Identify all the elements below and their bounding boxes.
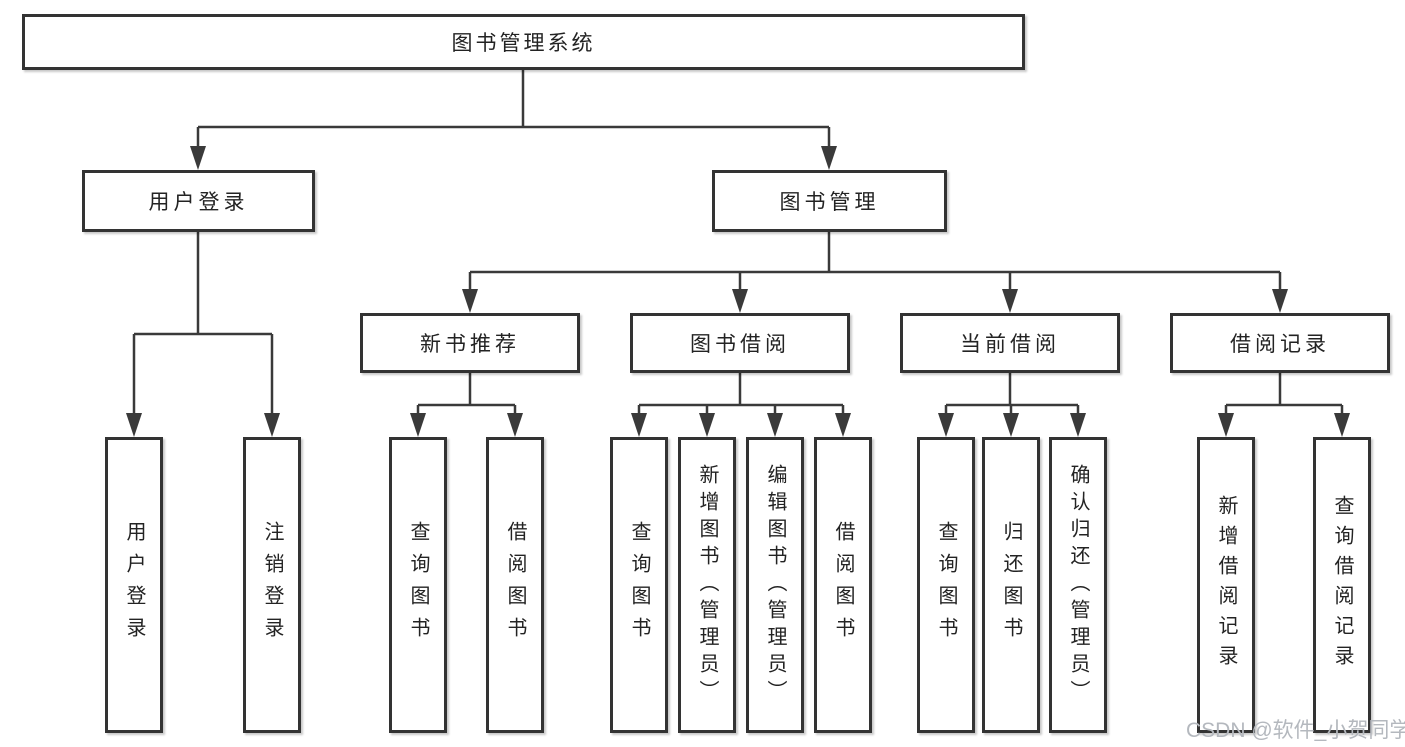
leaf-label: 确认归还（管理员） (1067, 463, 1089, 707)
csdn-watermark: CSDN @软件_小贺同学 (1186, 719, 1405, 742)
node-book-management: 图书管理 (712, 170, 947, 232)
leaf-confirm-return-admin: 确认归还（管理员） (1049, 437, 1107, 733)
node-label: 图书管理 (779, 191, 880, 214)
node-library-management-system: 图书管理系统 (22, 14, 1025, 70)
arrowheads (126, 146, 1350, 437)
leaf-add-book-admin: 新增图书（管理员） (678, 437, 736, 733)
node-new-book-recommend: 新书推荐 (360, 313, 580, 373)
leaf-label: 借阅图书 (832, 521, 854, 649)
leaf-label: 新增图书（管理员） (696, 463, 718, 707)
node-label: 新书推荐 (420, 333, 520, 356)
node-label: 图书借阅 (690, 333, 790, 356)
leaf-label: 新增借阅记录 (1215, 495, 1237, 675)
leaf-label: 查询借阅记录 (1331, 495, 1353, 675)
node-label: 当前借阅 (960, 333, 1060, 356)
node-label: 借阅记录 (1230, 333, 1330, 356)
leaf-query-book-current: 查询图书 (917, 437, 975, 733)
node-label: 图书管理系统 (451, 32, 596, 55)
leaf-label: 查询图书 (935, 521, 957, 649)
leaf-label: 用户登录 (123, 521, 145, 649)
node-borrow-records: 借阅记录 (1170, 313, 1390, 373)
leaf-label: 注销登录 (261, 521, 283, 649)
leaf-return-book: 归还图书 (982, 437, 1040, 733)
leaf-label: 借阅图书 (504, 521, 526, 649)
leaf-query-book-recommend: 查询图书 (389, 437, 447, 733)
node-book-borrow: 图书借阅 (630, 313, 850, 373)
leaf-add-borrow-record: 新增借阅记录 (1197, 437, 1255, 733)
leaf-borrow-book-recommend: 借阅图书 (486, 437, 544, 733)
leaf-label: 编辑图书（管理员） (764, 463, 786, 707)
node-label: 用户登录 (148, 191, 249, 214)
leaf-user-login: 用户登录 (105, 437, 163, 733)
leaf-query-borrow-record: 查询借阅记录 (1313, 437, 1371, 733)
leaf-label: 查询图书 (628, 521, 650, 649)
leaf-borrow-book: 借阅图书 (814, 437, 872, 733)
leaf-label: 归还图书 (1000, 521, 1022, 649)
leaf-logout: 注销登录 (243, 437, 301, 733)
leaf-label: 查询图书 (407, 521, 429, 649)
node-current-borrow: 当前借阅 (900, 313, 1120, 373)
node-user-login: 用户登录 (82, 170, 315, 232)
leaf-edit-book-admin: 编辑图书（管理员） (746, 437, 804, 733)
leaf-query-book-borrow: 查询图书 (610, 437, 668, 733)
